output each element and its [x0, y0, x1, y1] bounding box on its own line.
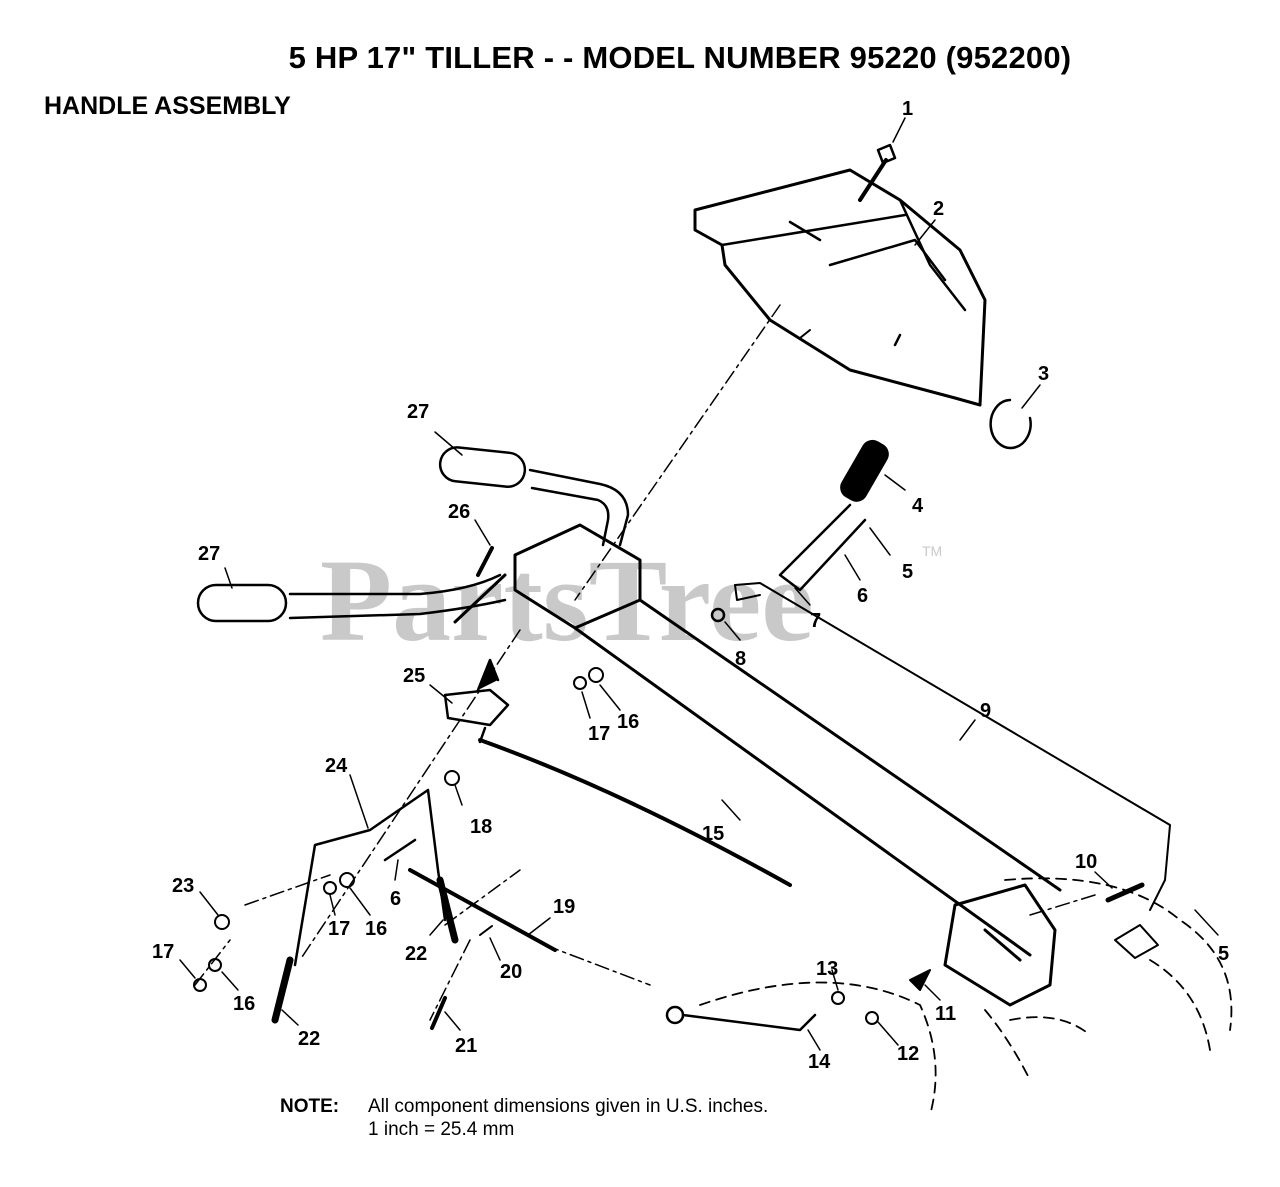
note-label: NOTE:: [280, 1096, 340, 1117]
note-line-1: All component dimensions given in U.S. i…: [368, 1096, 769, 1117]
fasteners: [193, 329, 1159, 1030]
callout-9: 9: [980, 700, 991, 722]
screw-part-26: [476, 546, 494, 577]
callout-8: 8: [735, 648, 746, 670]
callout-27a: 27: [407, 401, 429, 423]
callout-22a: 22: [405, 943, 427, 965]
callout-24: 24: [325, 755, 348, 777]
handle-tube-part: [453, 523, 1062, 1007]
callout-22b: 22: [298, 1028, 320, 1050]
callout-15: 15: [702, 823, 724, 845]
callout-11: 11: [935, 1003, 956, 1025]
callout-13: 13: [816, 958, 838, 980]
callout-17b: 17: [328, 918, 350, 940]
callout-7: 7: [810, 610, 821, 632]
retaining-ring-part: [989, 398, 1032, 450]
leader-lines: [179, 117, 1219, 1051]
section-subtitle: HANDLE ASSEMBLY: [44, 92, 291, 120]
callout-16c: 16: [233, 993, 255, 1015]
callout-26: 26: [448, 501, 470, 523]
control-rod-part: [734, 582, 1171, 911]
callout-16a: 16: [617, 711, 639, 733]
shift-lever-part: [665, 1005, 817, 1032]
callout-17c: 17: [152, 941, 174, 963]
handle-cover-part: [693, 168, 987, 407]
callout-3: 3: [1038, 363, 1049, 385]
housing-outline: [699, 877, 1233, 1116]
callout-10: 10: [1075, 851, 1097, 873]
note-line-2: 1 inch = 25.4 mm: [368, 1119, 515, 1140]
switch-bracket-part: [443, 658, 792, 887]
callout-20: 20: [500, 961, 522, 983]
callout-6b: 6: [390, 888, 401, 910]
callout-17a: 17: [588, 723, 610, 745]
callout-27b: 27: [198, 543, 220, 565]
screw-part-1: [858, 143, 897, 202]
handlebar-part: [196, 446, 630, 623]
cable-part-19: [408, 868, 557, 952]
callout-5b: 5: [1218, 943, 1229, 965]
callout-16b: 16: [365, 918, 387, 940]
callout-2: 2: [933, 198, 944, 220]
callout-1: 1: [902, 98, 913, 120]
callout-12: 12: [897, 1043, 919, 1065]
callout-4: 4: [912, 495, 924, 517]
callout-14: 14: [808, 1051, 831, 1073]
callout-labels: 1 2 3 4 5 5 6 6 7 8 9 10 11 12 13 14 15 …: [152, 98, 1229, 1073]
rod-part-22b: [271, 956, 294, 1024]
callout-23: 23: [172, 875, 194, 897]
dimension-note: NOTE: All component dimensions given in U…: [280, 1095, 768, 1141]
spacer-part: [710, 607, 726, 623]
callout-6a: 6: [857, 585, 868, 607]
callout-5a: 5: [902, 561, 913, 583]
watermark-trademark: TM: [922, 543, 942, 559]
callout-21: 21: [455, 1035, 477, 1057]
watermark-text: PartsTree: [320, 535, 814, 666]
callout-18: 18: [470, 816, 492, 838]
callout-25: 25: [403, 665, 425, 687]
diagram-title: 5 HP 17" TILLER - - MODEL NUMBER 95220 (…: [288, 40, 1072, 75]
callout-19: 19: [553, 896, 575, 918]
throttle-lever-part: [778, 333, 902, 592]
